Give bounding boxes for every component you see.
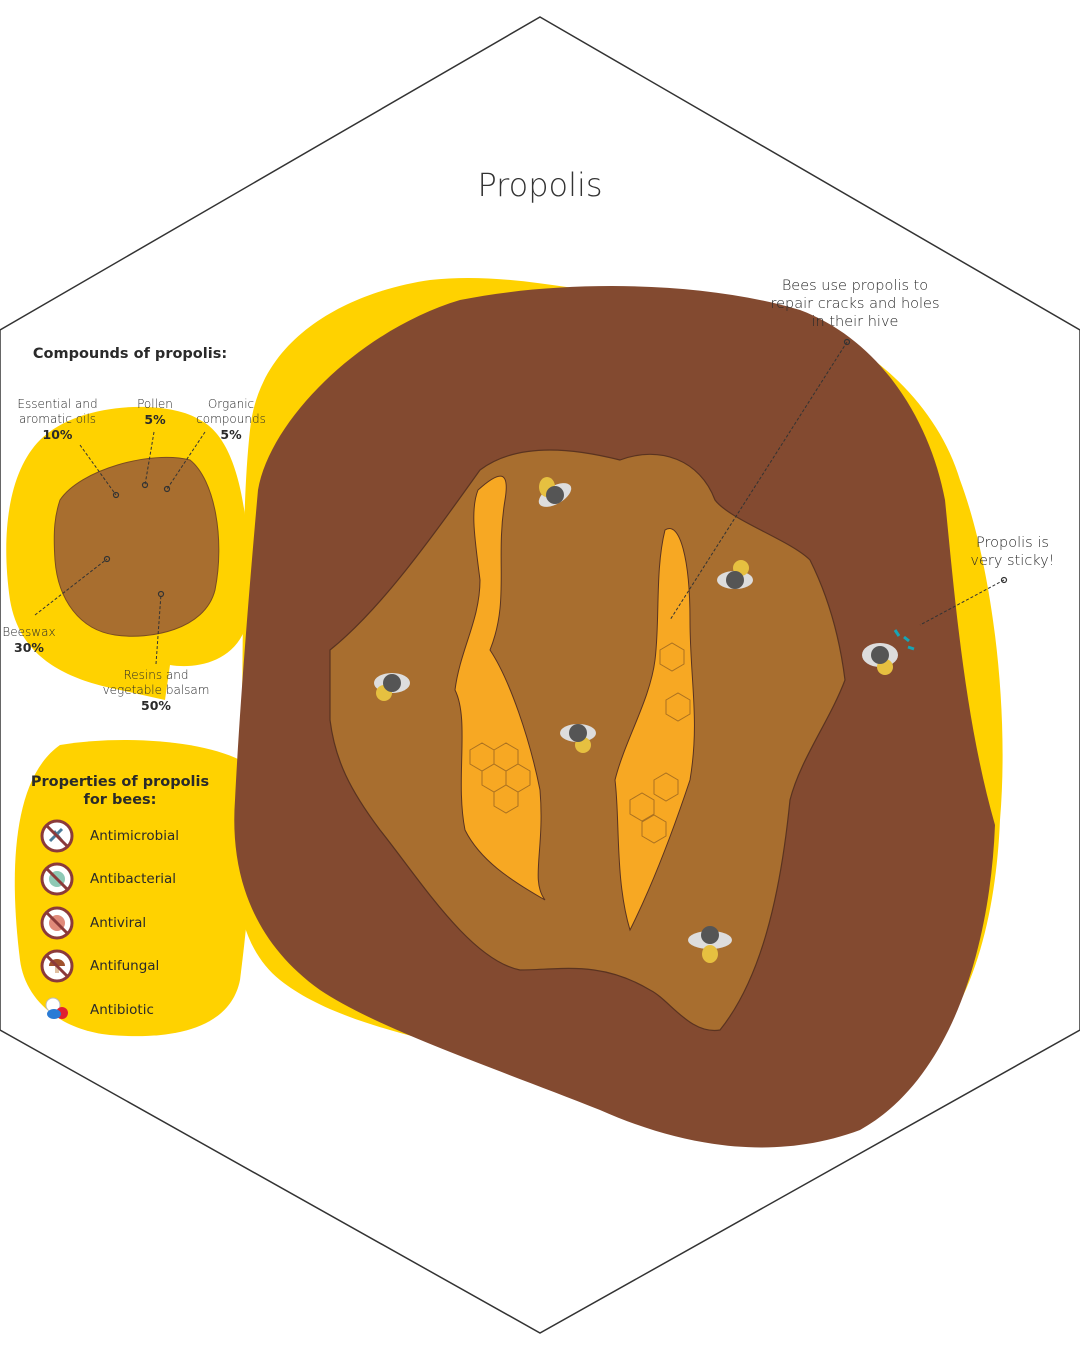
percent: 5% (144, 412, 166, 427)
label-line: Essential and (17, 397, 98, 411)
properties-heading: Properties of propolis for bees: (20, 773, 220, 809)
percent: 10% (42, 427, 73, 442)
hexagon-frame (0, 16, 1080, 1334)
repair-note: Bees use propolis to repair cracks and ho… (750, 277, 960, 331)
label-line: Pollen (137, 397, 173, 411)
percent: 50% (141, 698, 171, 713)
pill-icon (45, 997, 68, 1019)
note-line: in their hive (811, 314, 899, 331)
property-label: Antimicrobial (90, 828, 180, 844)
honeycomb-crack-left (454, 475, 546, 901)
property-label: Antiviral (90, 915, 147, 931)
compound-leader-lines (34, 341, 1005, 665)
property-label: Antibiotic (90, 1002, 154, 1018)
property-item: Antiviral (40, 906, 146, 940)
property-item: Antibacterial (40, 862, 176, 896)
label-line: Resins and (123, 668, 189, 682)
label-line: vegetable balsam (102, 683, 210, 697)
no-fungus-icon (40, 949, 74, 983)
honeycomb-cells (469, 642, 691, 844)
yellow-blob-properties (14, 740, 252, 1037)
bee-icons (374, 477, 915, 963)
property-item: Antimicrobial (40, 819, 179, 853)
heading-line: for bees: (83, 792, 157, 809)
propolis-lump (53, 456, 220, 637)
percent: 5% (220, 427, 242, 442)
property-label: Antifungal (90, 958, 160, 974)
note-line: repair cracks and holes (770, 296, 940, 313)
note-line: Bees use propolis to (781, 278, 929, 294)
no-bacteria-icon (40, 862, 74, 896)
compound-dots (103, 338, 1008, 598)
no-virus-icon (40, 906, 74, 940)
property-label: Antibacterial (90, 871, 177, 887)
note-line: very sticky! (970, 553, 1055, 570)
property-item: Antibiotic (40, 993, 154, 1027)
percent: 30% (14, 640, 44, 655)
label-line: Organic (207, 397, 255, 411)
compounds-heading: Compounds of propolis: (32, 346, 228, 362)
heading-line: Properties of propolis (30, 774, 210, 790)
label-line: compounds (196, 412, 266, 426)
label-line: Beeswax (2, 625, 56, 639)
label-line: aromatic oils (18, 412, 97, 426)
sticky-note: Propolis is very sticky! (955, 534, 1070, 570)
page-title: Propolis (477, 166, 603, 204)
note-line: Propolis is (976, 535, 1049, 551)
property-item: Antifungal (40, 949, 159, 983)
no-microbe-icon (40, 819, 74, 853)
honeycomb-crack-right (614, 528, 695, 932)
